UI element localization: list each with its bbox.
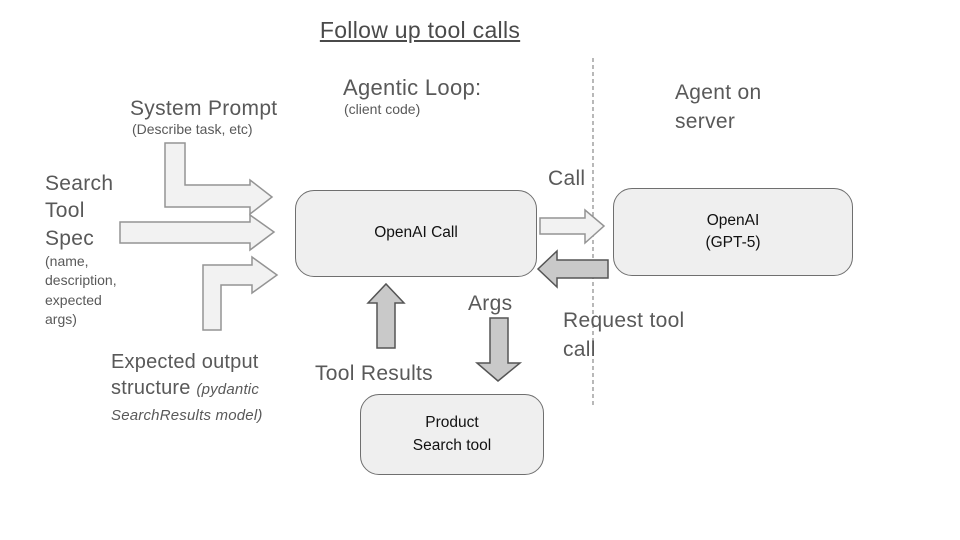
expected-output-arrow-icon [202, 255, 279, 331]
tool-results-edge-label: Tool Results [315, 362, 433, 385]
system-prompt-label: System Prompt [130, 97, 278, 120]
request-tool-call-arrow-icon [536, 249, 609, 289]
expected-output-label: Expected output structure (pydantic Sear… [111, 349, 303, 427]
call-arrow-icon [539, 208, 606, 245]
search-tool-spec-label: Search Tool Spec [45, 172, 114, 250]
system-prompt-sublabel: (Describe task, etc) [132, 121, 253, 137]
openai-gpt5-box: OpenAI (GPT-5) [613, 188, 853, 276]
agentic-loop-heading: Agentic Loop: [343, 75, 482, 100]
search-tool-spec-sublabel: (name, description, expected args) [45, 253, 117, 327]
args-edge-label: Args [468, 292, 513, 315]
product-search-tool-box-label: Product Search tool [412, 414, 492, 454]
agentic-loop-subheading: (client code) [344, 101, 421, 117]
args-arrow-icon [474, 317, 523, 382]
tool-results-arrow-icon [366, 282, 406, 349]
openai-call-box-label: OpenAI Call [374, 224, 458, 242]
agent-on-server-heading: Agent on server [675, 81, 762, 133]
call-edge-label: Call [548, 167, 586, 190]
page-title: Follow up tool calls [319, 17, 521, 43]
openai-call-box: OpenAI Call [295, 190, 537, 277]
expected-output-label-text: Expected output structure [111, 351, 259, 399]
request-tool-call-edge-label: Request tool call [563, 309, 685, 361]
openai-gpt5-box-label: OpenAI (GPT-5) [705, 211, 761, 251]
expected-output-sublabel: (pydantic SearchResults model) [111, 381, 263, 424]
product-search-tool-box: Product Search tool [360, 394, 544, 475]
system-prompt-arrow-icon [164, 142, 274, 216]
search-tool-spec-arrow-icon [119, 213, 276, 252]
